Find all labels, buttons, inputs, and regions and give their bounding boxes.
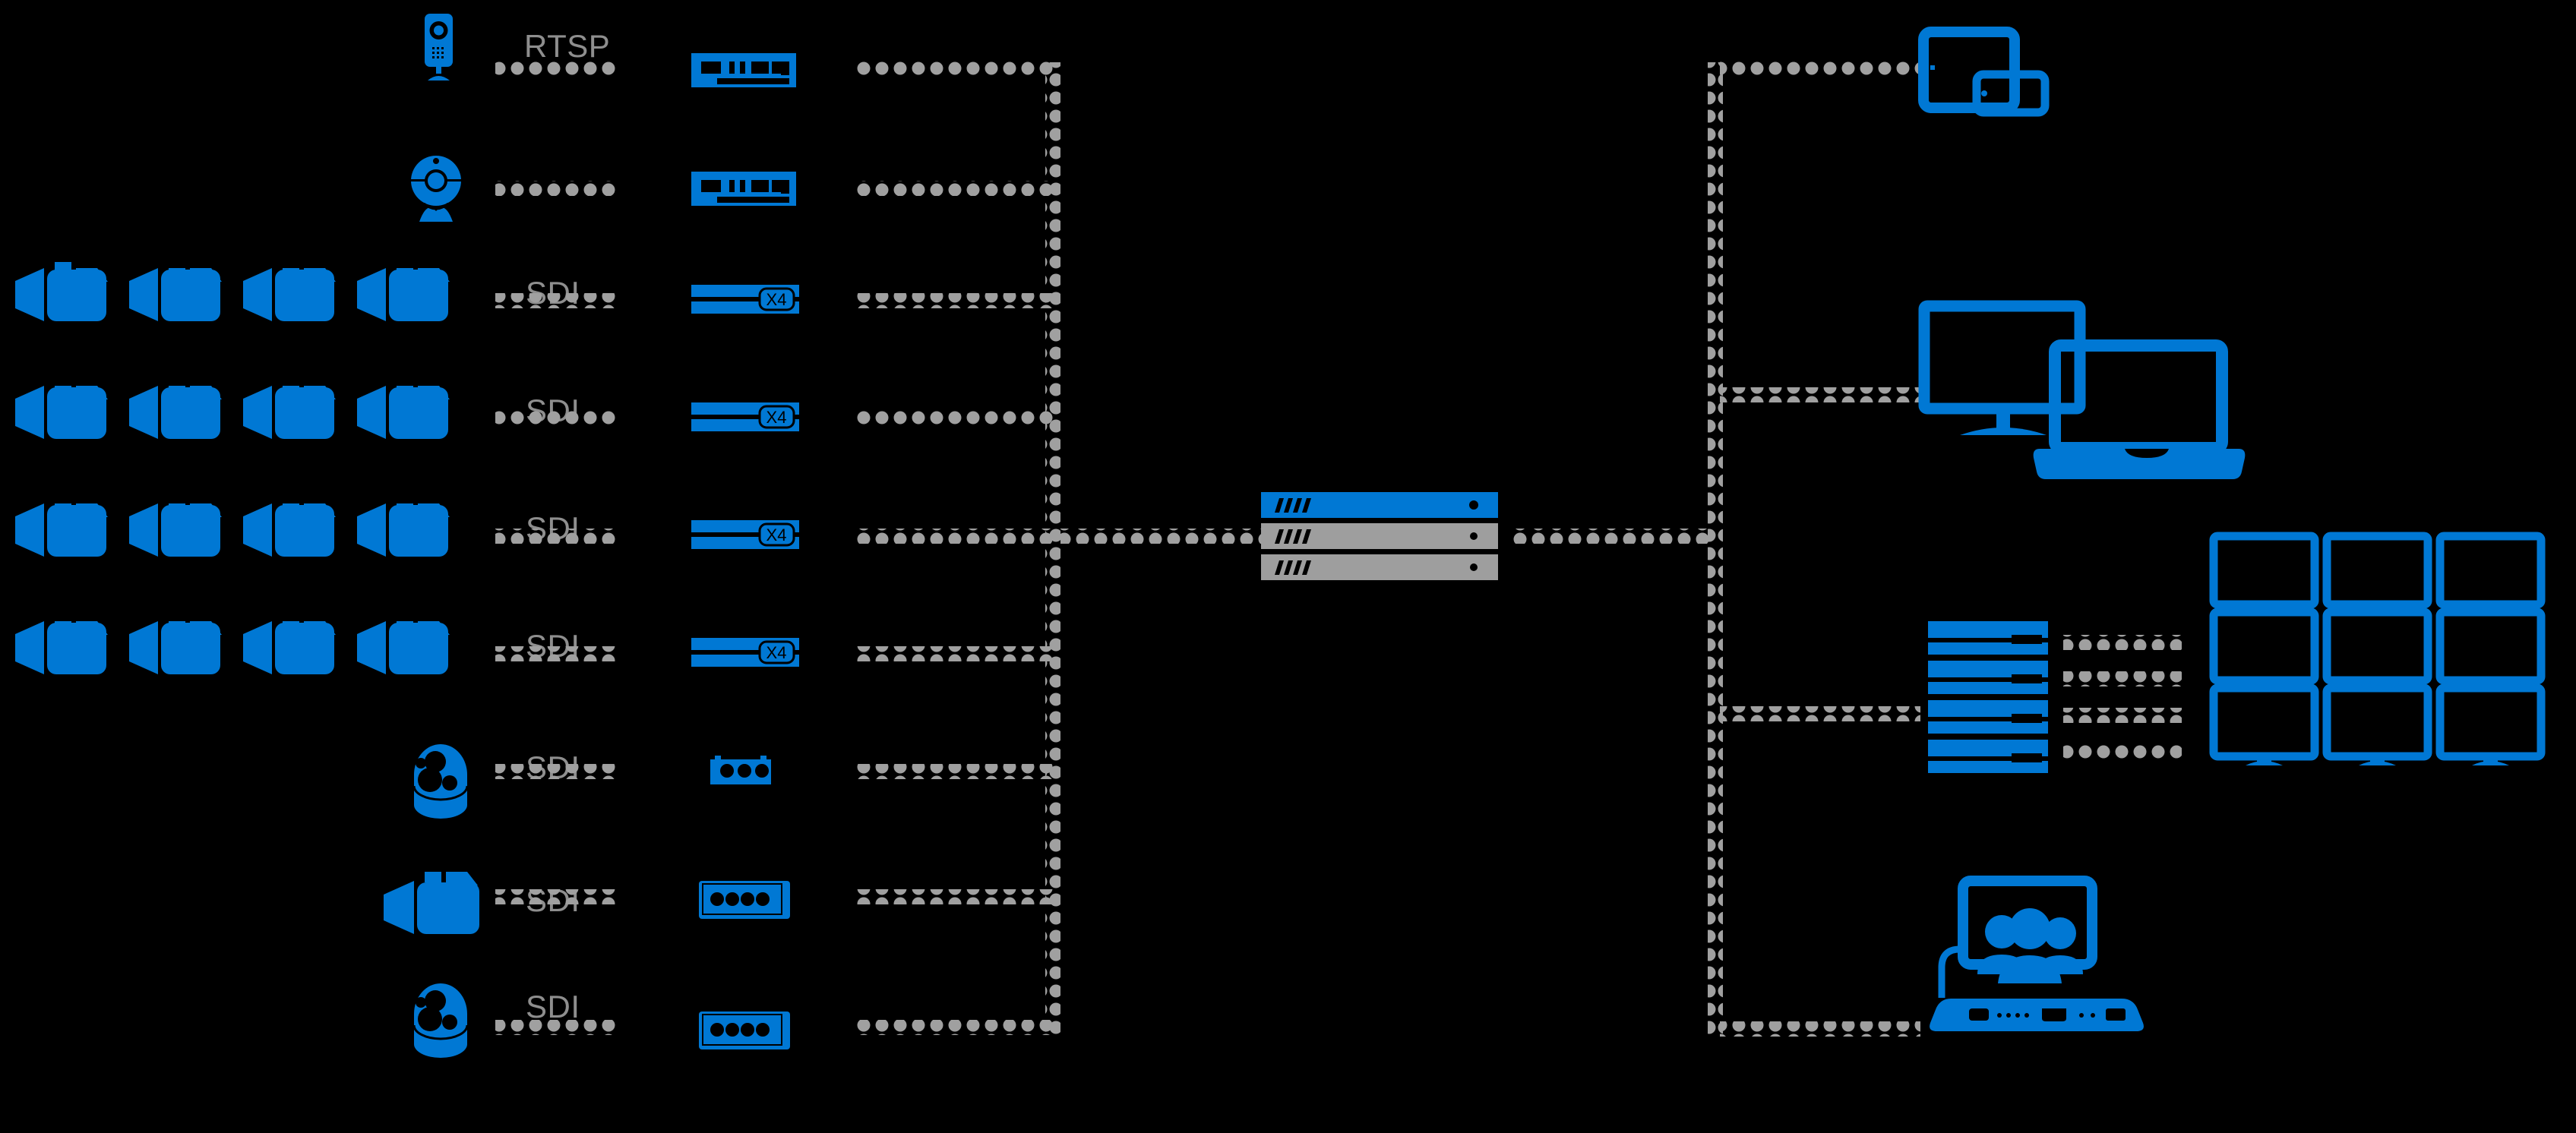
- decoder-stack[interactable]: [1928, 621, 2050, 773]
- encoder-badge: X4: [766, 290, 787, 309]
- link-enc-bus-8: [857, 889, 1057, 904]
- encoder-2[interactable]: [691, 172, 796, 206]
- ip-camera-icon: [425, 14, 453, 80]
- link-cam-enc-5: [495, 529, 617, 544]
- server-unit-3: [1261, 554, 1498, 580]
- decoder-stack-icon: [1928, 621, 2048, 773]
- link-enc-bus-3: [857, 293, 1057, 308]
- source-row-1[interactable]: [414, 14, 469, 80]
- encoder-7[interactable]: [710, 756, 779, 784]
- link-dec-wall-1: [2063, 635, 2182, 650]
- camcorder-icon: [384, 872, 479, 934]
- four-port-encoder-icon: [699, 1011, 790, 1049]
- webcam-icon: [411, 156, 461, 222]
- link-dec-wall-2: [2063, 671, 2182, 686]
- encoder-badge: X4: [766, 525, 787, 544]
- tablet-and-phone-icon: [1918, 27, 2050, 117]
- link-bus-out-3: [1720, 706, 1920, 721]
- link-bus-out-1: [1720, 61, 1920, 76]
- encoder-4[interactable]: X4: [691, 402, 799, 431]
- link-cam-enc-1: [495, 61, 617, 76]
- link-dec-wall-3: [2063, 708, 2182, 723]
- source-row-5[interactable]: [15, 497, 471, 562]
- source-label-1: RTSP: [524, 28, 611, 64]
- encoder-3[interactable]: X4: [691, 285, 799, 314]
- ptz-dome-camera-icon: [412, 983, 469, 1058]
- source-label-9: SDI: [526, 989, 580, 1024]
- output-tablet-phone[interactable]: [1918, 27, 2051, 122]
- source-row-4[interactable]: [15, 380, 471, 444]
- link-bus-out-2: [1720, 387, 1920, 402]
- video-wall-icon: [2209, 532, 2546, 765]
- link-cam-enc-6: [495, 646, 617, 661]
- encoder-1[interactable]: [691, 53, 796, 87]
- link-enc-bus-9: [857, 1020, 1057, 1035]
- link-bus-out-4: [1720, 1021, 1920, 1037]
- left-bus-line: [1045, 62, 1060, 1036]
- source-row-3[interactable]: [15, 262, 471, 327]
- source-row-2[interactable]: [410, 152, 469, 222]
- link-enc-bus-1: [857, 61, 1057, 76]
- output-desktop-laptop[interactable]: [1918, 300, 2246, 482]
- server-unit-2: [1261, 523, 1498, 549]
- link-cam-enc-4: [495, 411, 617, 426]
- source-row-7[interactable]: [410, 740, 471, 819]
- encoder-9[interactable]: [699, 1011, 790, 1049]
- four-port-encoder-icon: [699, 881, 790, 919]
- server-stack[interactable]: [1261, 492, 1498, 580]
- link-enc-bus-2: [857, 181, 1057, 196]
- link-cam-enc-3: [495, 293, 617, 308]
- video-wall[interactable]: [2209, 532, 2547, 767]
- server-unit-1: [1261, 492, 1498, 518]
- link-dec-wall-4: [2063, 744, 2182, 759]
- sdi-encoder-icon: X4: [691, 285, 799, 314]
- encoder-badge: X4: [766, 408, 787, 427]
- source-row-6[interactable]: [15, 615, 471, 680]
- network-encoder-icon: [691, 53, 796, 87]
- source-row-9[interactable]: [410, 980, 471, 1058]
- camcorder-group-icon: [15, 386, 450, 439]
- output-video-conference[interactable]: [1930, 876, 2150, 1040]
- link-server-bus-out: [1512, 529, 1712, 544]
- network-encoder-icon: [691, 172, 796, 206]
- link-cam-enc-9: [495, 1020, 617, 1035]
- link-cam-enc-7: [495, 764, 617, 779]
- link-enc-bus-6: [857, 646, 1057, 661]
- sdi-encoder-icon: X4: [691, 402, 799, 431]
- video-conference-icon: [1930, 876, 2144, 1031]
- sdi-encoder-icon: X4: [691, 520, 799, 549]
- link-cam-enc-2: [495, 181, 617, 196]
- encoder-5[interactable]: X4: [691, 520, 799, 549]
- right-bus-line: [1708, 62, 1723, 1036]
- link-enc-bus-4: [857, 411, 1057, 426]
- encoder-8[interactable]: [699, 881, 790, 919]
- server-stack-icon: [1261, 492, 1498, 580]
- three-port-encoder-icon: [710, 756, 771, 784]
- link-cam-enc-8: [495, 889, 617, 904]
- encoder-6[interactable]: X4: [691, 638, 799, 667]
- ptz-dome-camera-icon: [412, 744, 469, 819]
- sdi-encoder-icon: X4: [691, 638, 799, 667]
- link-bus-server-in: [1060, 529, 1261, 544]
- camcorder-group-icon: [15, 621, 450, 674]
- desktop-and-laptop-icon: [1918, 300, 2246, 479]
- encoder-badge: X4: [766, 643, 787, 662]
- camcorder-group-icon: [15, 262, 450, 321]
- source-row-8[interactable]: [384, 872, 490, 940]
- camcorder-group-icon: [15, 503, 450, 557]
- link-enc-bus-5: [857, 529, 1057, 544]
- link-enc-bus-7: [857, 764, 1057, 779]
